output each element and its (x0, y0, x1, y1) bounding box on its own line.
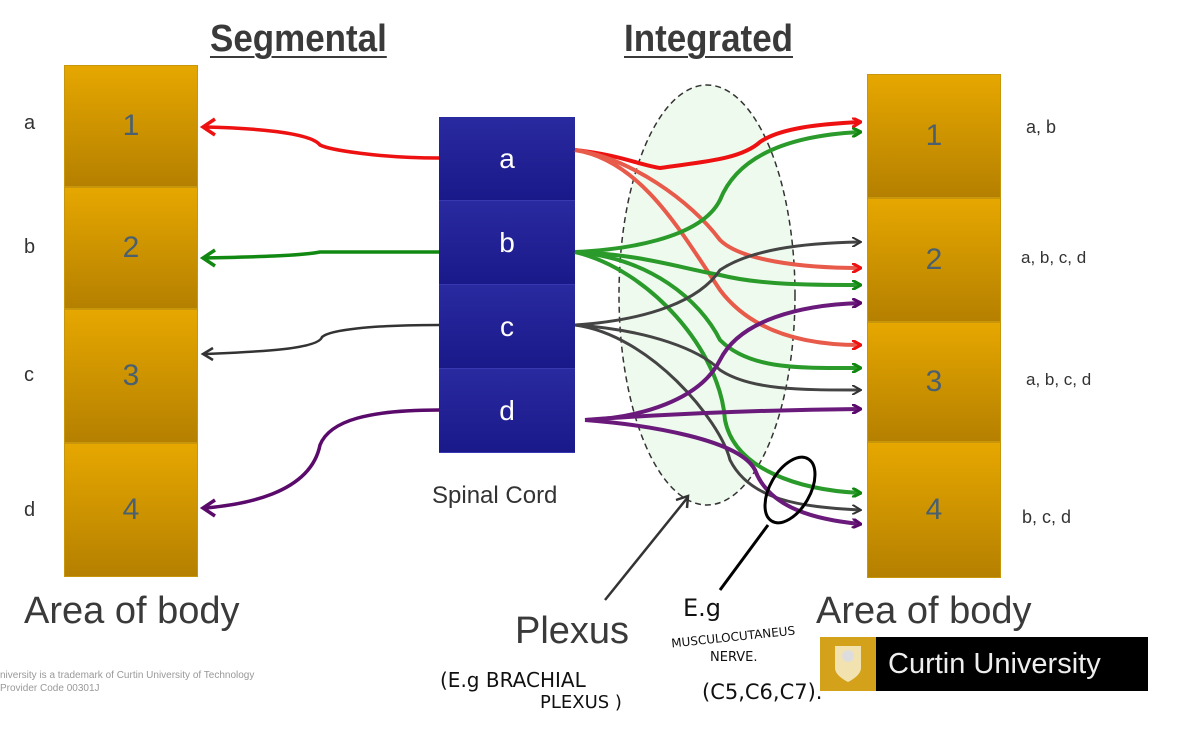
plexus-pointer-arrow (604, 496, 689, 601)
segmental-title: Segmental (210, 18, 387, 60)
spinal-segment-d: d (439, 369, 575, 453)
segmental-nerve-a (204, 125, 440, 160)
integrated-nerve-c (574, 242, 860, 510)
segment-label-a: a (24, 112, 36, 134)
body-area-right-4: 4 (867, 442, 1001, 578)
eg-note: E.g (683, 594, 722, 622)
spinal-cord-label: Spinal Cord (432, 482, 558, 509)
logo-text: Curtin University (888, 647, 1101, 680)
area-of-body-right: Area of body (816, 590, 1032, 632)
segmental-nerve-d (204, 408, 440, 510)
arrow-head (199, 248, 216, 268)
plexus-region (618, 84, 796, 506)
musculocutaneous-pointer (718, 524, 770, 591)
arrow-head (199, 117, 216, 137)
right-label-3: a, b, c, d (1026, 370, 1092, 389)
body-area-left-3: 3 (64, 309, 198, 443)
segmental-nerve-b (204, 250, 439, 260)
cervical-roots-note: (C5,C6,C7). (702, 680, 823, 704)
body-area-left-2: 2 (64, 187, 198, 309)
crest-icon (820, 637, 876, 691)
segment-label-c: c (24, 364, 34, 386)
right-label-4: b, c, d (1022, 507, 1072, 527)
segment-label-b: b (24, 236, 36, 258)
brachial-plexus-note-2: PLEXUS ) (540, 692, 622, 713)
segment-label-d: d (24, 499, 36, 521)
integrated-nerve-b (574, 132, 860, 493)
curtin-logo: Curtin University (820, 637, 1148, 691)
integrated-nerve-d (584, 303, 860, 524)
body-area-right-3: 3 (867, 322, 1001, 442)
arrow-head (200, 346, 214, 362)
crest-shape (835, 646, 861, 682)
footer-trademark: niversity is a trademark of Curtin Unive… (0, 669, 254, 695)
segmental-nerve-c (204, 323, 440, 356)
area-of-body-left: Area of body (24, 590, 240, 632)
body-area-left-1: 1 (64, 65, 198, 187)
spinal-segment-b: b (439, 201, 575, 285)
footer-line-2: Provider Code 00301J (0, 683, 100, 694)
footer-line-1: niversity is a trademark of Curtin Unive… (0, 670, 255, 681)
spinal-segment-a: a (439, 117, 575, 201)
nerve-note: NERVE. (710, 650, 758, 665)
arrow-head (675, 494, 690, 509)
integrated-nerve-a (574, 122, 860, 345)
right-label-2: a, b, c, d (1021, 248, 1087, 267)
body-area-left-4: 4 (64, 443, 198, 577)
body-area-right-2: 2 (867, 198, 1001, 322)
nerve-highlight-loop (763, 455, 817, 525)
right-label-1: a, b (1026, 117, 1057, 137)
plexus-label: Plexus (515, 610, 630, 652)
body-area-right-1: 1 (867, 74, 1001, 198)
brachial-plexus-note-1: (E.g BRACHIAL (440, 668, 586, 692)
spinal-segment-c: c (439, 285, 575, 369)
arrow-head (199, 498, 216, 518)
integrated-title: Integrated (624, 18, 794, 60)
